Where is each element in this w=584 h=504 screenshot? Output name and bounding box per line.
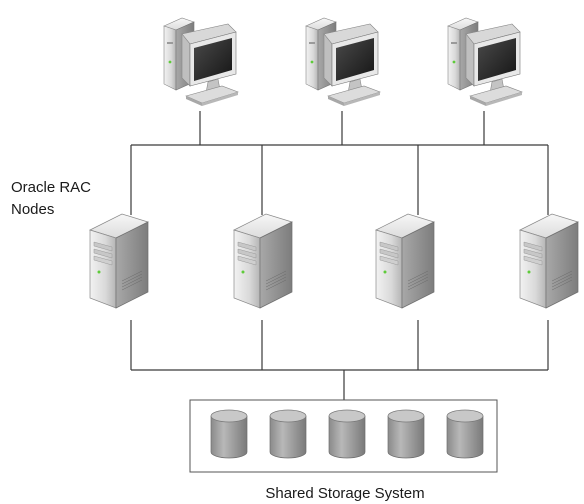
client-workstation-3: [447, 17, 523, 106]
storage-bus-lines: [130, 320, 549, 400]
storage-disk-1: [210, 409, 248, 459]
client-workstation-1: [163, 17, 239, 106]
client-workstations: [163, 17, 523, 106]
rac-node-2-led: [241, 270, 245, 274]
rac-node-1-led: [97, 270, 101, 274]
storage-disk-3: [328, 409, 366, 459]
storage-disk-5: [446, 409, 484, 459]
rac-node-servers: [89, 213, 579, 309]
client-bus-lines: [130, 111, 549, 215]
cluster-label: Oracle RAC Nodes: [11, 177, 141, 221]
storage-disks: [210, 409, 484, 459]
rac-node-4-led: [527, 270, 531, 274]
storage-disk-2: [269, 409, 307, 459]
storage-disk-4: [387, 409, 425, 459]
rac-node-3-led: [383, 270, 387, 274]
client-workstation-2: [305, 17, 381, 106]
rac-node-2: [233, 213, 293, 309]
cluster-label-line2: Nodes: [11, 201, 55, 218]
storage-label: Shared Storage System: [265, 485, 425, 502]
rac-node-1: [89, 213, 149, 309]
rac-node-4: [519, 213, 579, 309]
cluster-label-line1: Oracle RAC: [11, 179, 92, 196]
rac-node-3: [375, 213, 435, 309]
